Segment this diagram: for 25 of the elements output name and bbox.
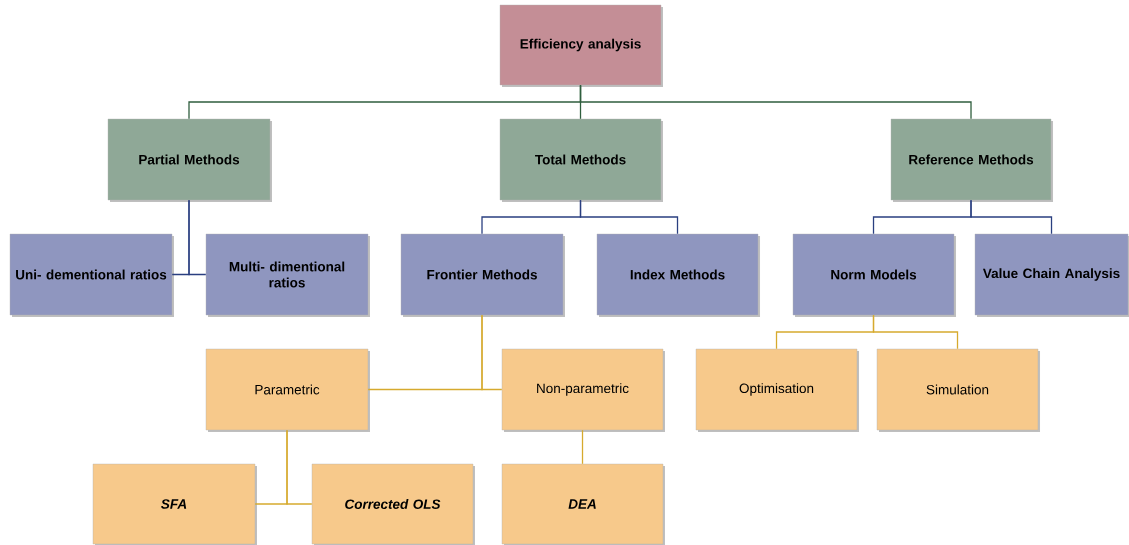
method-box: Uni- dementional ratios bbox=[9, 233, 174, 317]
technique-box: DEA bbox=[501, 463, 665, 545]
submethod-box: Non-parametric bbox=[501, 348, 665, 432]
connector bbox=[579, 84, 972, 120]
method-box: Frontier Methods bbox=[400, 233, 565, 317]
method-box: Index Methods bbox=[596, 233, 760, 317]
root-box: Efficiency analysis bbox=[499, 4, 663, 87]
method-box: Value Chain Analysis bbox=[974, 233, 1129, 317]
submethod-box: Parametric bbox=[205, 348, 370, 432]
method-box: Norm Models bbox=[792, 233, 956, 317]
connector bbox=[481, 314, 503, 391]
connector bbox=[188, 199, 207, 276]
connector bbox=[970, 199, 1053, 235]
method-box: Multi- dimentional ratios bbox=[205, 233, 370, 317]
connector bbox=[286, 429, 313, 505]
technique-box: Corrected OLS bbox=[311, 463, 475, 545]
technique-box: SFA bbox=[92, 463, 257, 545]
category-box: Total Methods bbox=[499, 118, 663, 202]
category-box: Reference Methods bbox=[890, 118, 1053, 202]
submethod-box: Simulation bbox=[876, 348, 1040, 432]
category-box: Partial Methods bbox=[107, 118, 272, 202]
connector bbox=[579, 199, 679, 235]
connector bbox=[581, 429, 584, 465]
submethod-box: Optimisation bbox=[695, 348, 859, 432]
connector bbox=[872, 314, 959, 350]
